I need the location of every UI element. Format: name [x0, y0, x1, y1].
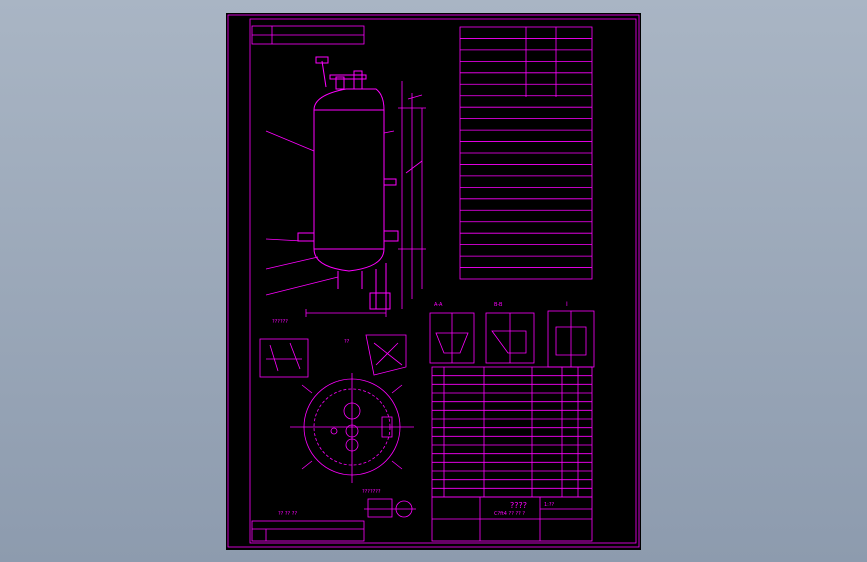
parts-list-rows: [432, 375, 592, 489]
bottom-left-notes-table: [251, 520, 365, 542]
cad-drawing-viewport[interactable]: ???? C?ft4 ?? ?? ? 1:?? ?????? A-A B-B I…: [226, 13, 641, 550]
title-block: [431, 496, 593, 542]
detail-weld-left: [259, 338, 309, 378]
parts-list-table: [431, 366, 593, 498]
detail-label: ??: [344, 339, 350, 345]
stamp-box-label: ??????: [272, 319, 288, 325]
title-block-main-title: ????: [510, 501, 527, 510]
vessel-elevation: [297, 56, 399, 310]
dimension-lines: [305, 81, 426, 317]
spec-table-rows: [460, 38, 592, 268]
plan-view-circle: [290, 373, 414, 483]
leader-lines: [265, 94, 423, 296]
nozzle-view-label: ???????: [362, 489, 381, 495]
section-label-b: B-B: [494, 302, 503, 308]
detail-weld-center: [365, 334, 407, 376]
section-view-b: [485, 312, 535, 364]
sheet-outer-border: [227, 14, 640, 548]
bottom-nozzle-detail: [364, 498, 416, 518]
section-label-a: A-A: [434, 302, 443, 308]
pressure-vessel-drawing: ???? C?ft4 ?? ?? ? 1:?? ?????? A-A B-B I…: [227, 14, 640, 548]
title-block-subtitle: C?ft4 ?? ?? ?: [494, 511, 525, 517]
top-left-note-box: [251, 25, 365, 45]
section-view-a: [429, 312, 475, 364]
section-view-c: [547, 310, 595, 368]
sheet-inner-border: [249, 18, 637, 544]
title-block-scale: 1:??: [544, 502, 555, 508]
section-label-c: I: [566, 301, 568, 308]
bottom-note-label: ?? ?? ??: [278, 511, 297, 517]
